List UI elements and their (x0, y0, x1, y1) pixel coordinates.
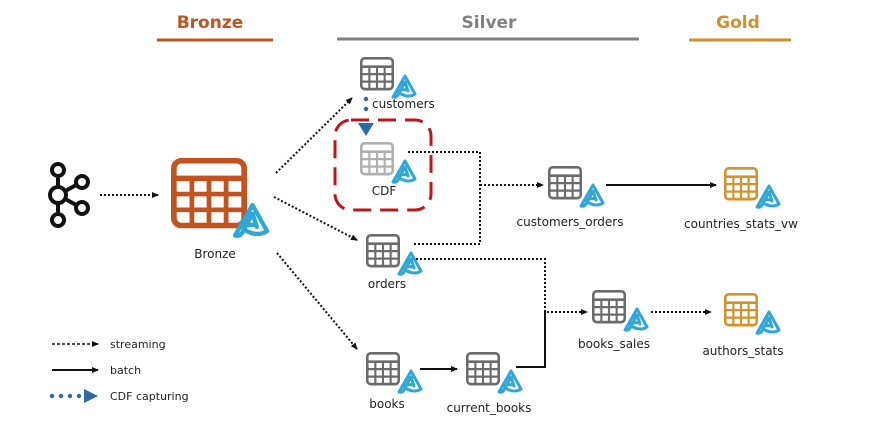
label-customers-orders: customers_orders (516, 215, 623, 229)
authors-stats-delta-icon (755, 310, 781, 335)
cdf-delta-icon (391, 159, 417, 184)
authors-stats-table-icon (723, 293, 759, 327)
edge-bronze-books (276, 252, 358, 350)
legend-cdf-arrow (49, 389, 98, 403)
label-books-sales: books_sales (578, 337, 650, 351)
current-books-table-icon (465, 352, 501, 386)
current-books-delta-icon (497, 369, 523, 394)
bronze-table-icon (174, 161, 244, 226)
label-books: books (369, 397, 405, 411)
books-delta-icon (397, 369, 423, 394)
label-customers: customers (372, 97, 435, 111)
label-countries-stats-vw: countries_stats_vw (684, 217, 798, 231)
books-sales-delta-icon (623, 307, 649, 332)
cdf-table-icon (359, 142, 395, 176)
edge-orders-books-sales (412, 258, 588, 315)
legend: streaming batch CDF capturing (49, 338, 189, 403)
books-sales-table-icon (591, 290, 627, 324)
customers-delta-icon (391, 74, 417, 99)
label-authors-stats: authors_stats (702, 344, 783, 358)
header-gold: Gold (716, 13, 760, 33)
label-cdf: CDF (372, 184, 397, 198)
label-orders: orders (368, 277, 406, 291)
legend-streaming-label: streaming (110, 338, 166, 351)
customers-table-icon (359, 56, 395, 91)
legend-cdf-label: CDF capturing (110, 390, 189, 403)
books-table-icon (365, 352, 401, 386)
customers-orders-delta-icon (579, 183, 605, 208)
edge-current-books-sales (516, 312, 546, 368)
legend-batch-label: batch (110, 364, 141, 377)
edge-bronze-customers (275, 97, 353, 174)
kafka-icon (48, 162, 90, 228)
label-bronze: Bronze (194, 247, 236, 261)
countries-stats-delta-icon (755, 184, 781, 209)
header-bronze: Bronze (177, 13, 244, 33)
customers-orders-table-icon (547, 166, 583, 200)
header-silver: Silver (462, 13, 518, 33)
cdf-highlight-box (333, 118, 433, 212)
edge-bronze-orders (273, 196, 358, 241)
orders-table-icon (365, 234, 401, 268)
orders-delta-icon (397, 251, 423, 276)
countries-stats-table-icon (723, 167, 759, 201)
edge-cdf-join (408, 151, 481, 245)
label-current-books: current_books (447, 401, 532, 415)
cdf-capture-arrow (358, 96, 374, 136)
